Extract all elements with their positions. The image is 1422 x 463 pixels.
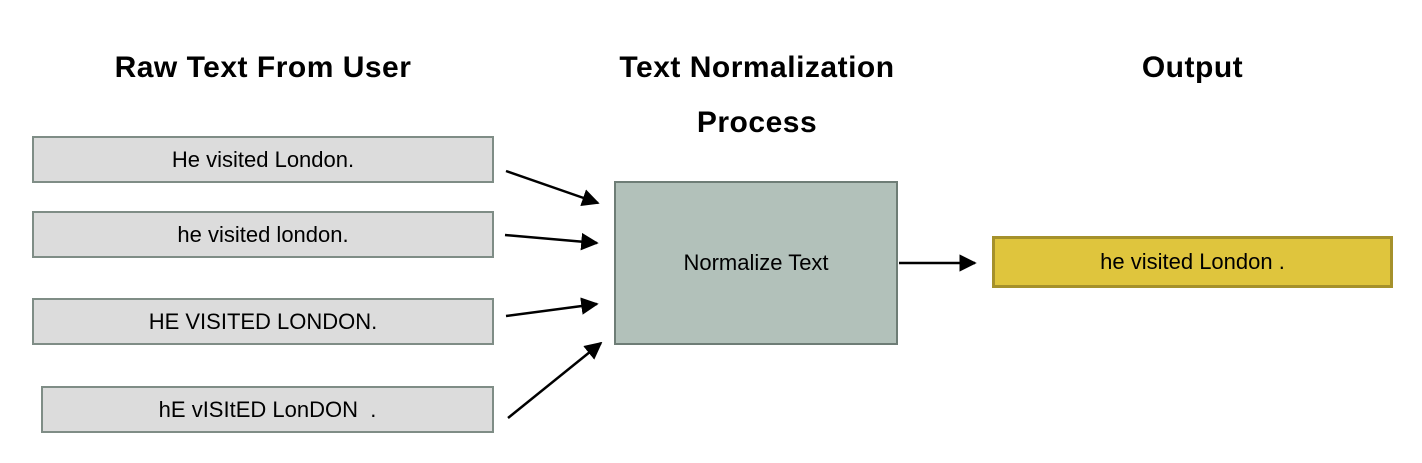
arrow-input-3-to-process xyxy=(505,297,599,318)
input-box-1-label: He visited London. xyxy=(171,146,355,172)
arrow-input-2-to-process xyxy=(504,232,599,251)
heading-text-normalization-process: Text Normalization Process xyxy=(619,51,895,139)
input-box-2-label: he visited london. xyxy=(177,221,349,247)
heading-output: Output xyxy=(1141,51,1244,84)
process-box-label: Normalize Text xyxy=(683,250,829,275)
input-box-1: He visited London. xyxy=(32,136,494,183)
output-box: he visited London . xyxy=(992,236,1393,288)
input-box-3-label: HE VISITED LONDON. xyxy=(148,308,378,334)
output-box-label: he visited London . xyxy=(1100,249,1285,274)
heading-raw-text-from-user: Raw Text From User xyxy=(114,51,412,84)
input-box-2: he visited london. xyxy=(32,211,494,258)
process-box: Normalize Text xyxy=(614,181,898,345)
arrow-input-4-to-process xyxy=(507,341,603,419)
input-box-3: HE VISITED LONDON. xyxy=(32,298,494,345)
arrow-input-1-to-process xyxy=(505,169,600,207)
input-box-4-label: hE vISItED LonDON . xyxy=(158,396,377,422)
input-box-4: hE vISItED LonDON . xyxy=(41,386,494,433)
